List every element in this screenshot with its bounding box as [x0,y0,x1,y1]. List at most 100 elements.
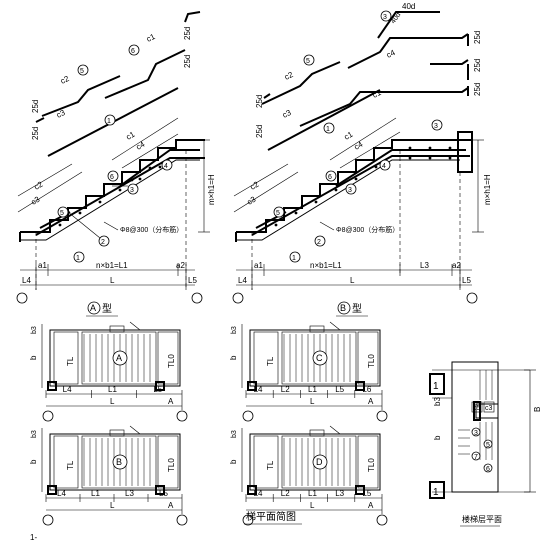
marker-5-top-b [303,54,315,66]
marker-3-b-text: 3 [348,187,352,194]
corner-label: 1- [30,533,37,542]
plan-axis-left [242,410,254,422]
marker-5a-a [77,64,89,76]
plan-tl0: TL0 [367,458,376,472]
marker-3-top-b [380,10,392,22]
marker-4-b [379,159,391,171]
dim-c2-a [17,163,73,197]
marker-6-b-text: 6 [328,174,332,181]
svg-text:7: 7 [474,454,478,461]
dim-L4-b: L4 [238,276,247,285]
label-25d-5-b: 25d [473,83,482,96]
bar-c1-b [299,87,469,127]
plan-b: b [229,459,238,464]
label-c4-low-b: c4 [353,139,365,151]
dim-a1-a: a1 [38,261,47,270]
plan-dim-L4: L4 [254,385,263,394]
plan-dim-L4: L4 [57,489,66,498]
dim-a2-a: a2 [176,261,185,270]
plan-letter: A [116,353,122,363]
marker-3-beam-b [431,119,443,131]
plan-total: L [310,501,315,510]
marker-6b-a [107,170,119,182]
plan-letter: D [316,457,323,467]
distribution-dots-a [58,165,162,227]
marker-4-a-text: 4 [164,163,168,170]
label-25d-2-a: 25d [183,55,192,68]
height-label-a: m×h1=H [207,174,216,205]
marker-3-b [345,183,357,195]
label-25d-3-b: 25d [473,31,482,44]
label-40d-top-b: 40d [402,2,415,11]
plan-dim-L4: L4 [254,489,263,498]
marker-4-a [161,159,173,171]
bar-1-b [267,89,381,151]
stair-profile-a [20,139,205,233]
landing-B: B [533,407,542,412]
landing-outline [451,361,499,493]
dim-L3-b: L3 [420,261,429,270]
label-c1-top-b: c1 [371,88,383,100]
label-25d-4-a: 25d [31,127,40,140]
type-letter-a: A [90,303,96,313]
marker-1-top-b-text: 1 [326,126,330,133]
label-c3-b: c3 [281,108,293,120]
type-suffix-b: 型 [352,302,362,315]
label-c4-low-a: c4 [135,139,147,151]
rebar-bottom-b [251,155,470,236]
stair-a-elevation: c1 6 25d 25d c2 5 25d c3 25d 1 c3 c2 [16,11,216,317]
plan-total: L [110,397,115,406]
plan-dim-L3: L3 [335,489,344,498]
plan-axis-right [176,514,188,526]
marker-1-b-text: 1 [292,255,296,262]
plan-dim-L1: L1 [308,385,317,394]
plan-letter: B [116,457,122,467]
dim-L-b: L [350,276,355,285]
plan-letter: C [316,353,323,363]
landing-c3: c3 [485,405,493,412]
plan-axis-left [242,514,254,526]
leader-5-a [67,211,101,239]
axis-1-b [232,292,244,304]
marker-1-a [73,251,85,263]
plan-dim-L6: L6 [362,385,371,394]
distribution-label-b: Φ8@300（分布筋） [336,225,399,234]
plan-dim-L3: L3 [125,489,134,498]
plans-title: 梯平面简图 [246,510,296,523]
plan-b: b [29,355,38,360]
beam-b [457,131,473,173]
marker-1-b [289,251,301,263]
label-c1-low-b: c1 [343,129,355,141]
svg-text:6: 6 [486,466,490,473]
marker-2-b [314,235,326,247]
label-c4-top-b: c4 [385,48,397,60]
rebar-top-right-a [119,149,200,187]
axis-5-a [191,292,203,304]
label-25d-1-a: 25d [183,27,192,40]
plan-tl0: TL0 [167,354,176,368]
plan-letter-circle [312,454,328,470]
label-40d-b: 40d [390,11,402,25]
stair-b-elevation: 40d 3 40d c4 c1 c2 5 1 25d 25d c3 25d 25… [232,2,492,317]
dim-L5-a: L5 [188,276,197,285]
dim-L4-a: L4 [22,276,31,285]
plan-b3: b3 [231,430,238,438]
marker-1a-a [104,114,116,126]
plan-dim-L2: L2 [281,489,290,498]
landing-b: b [433,435,442,440]
bar-c1-a [104,49,186,99]
plan-total: L [310,397,315,406]
marker-5-b-text: 5 [276,210,280,217]
section-mark-1-bottom [429,481,445,499]
plan-letter-circle [112,454,128,470]
plan-letter-circle [312,350,328,366]
marker-2-a-text: 2 [101,239,105,246]
bar-end-a [35,117,45,123]
plan-b3: b3 [231,326,238,334]
stair-soffit-a [20,159,200,241]
plan-b3: b3 [31,326,38,334]
dim-c4-a [111,117,179,161]
